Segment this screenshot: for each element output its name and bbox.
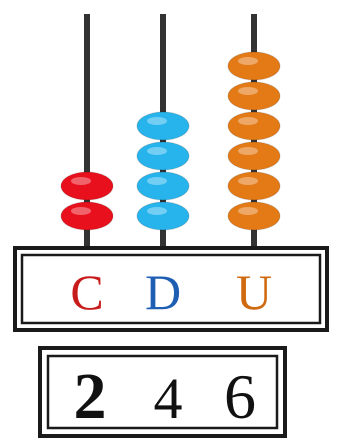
rod-hundreds	[84, 14, 90, 250]
bead-highlight	[147, 207, 167, 215]
bead-hundreds	[60, 171, 114, 201]
bead-hundreds	[60, 201, 114, 231]
place-value-box: C D U	[13, 246, 329, 332]
digit-tens: 4	[154, 366, 183, 431]
bead-highlight	[238, 117, 258, 125]
beads	[60, 51, 281, 231]
place-value-inner-frame	[20, 253, 322, 325]
bead-units	[227, 51, 281, 81]
bead-highlight	[147, 177, 167, 185]
bead-highlight	[238, 177, 258, 185]
bead-highlight	[71, 177, 91, 185]
bead-highlight	[147, 147, 167, 155]
number-frame	[38, 346, 287, 438]
bead-units	[227, 171, 281, 201]
bead-highlight	[238, 147, 258, 155]
number-inner-frame	[46, 354, 279, 430]
bead-tens	[136, 111, 190, 141]
bead-units	[227, 111, 281, 141]
bead-highlight	[71, 207, 91, 215]
bead-highlight	[147, 117, 167, 125]
digit-units: 6	[224, 361, 256, 432]
bead-units	[227, 141, 281, 171]
place-label-units: U	[236, 264, 272, 320]
bead-tens	[136, 201, 190, 231]
place-value-frame	[13, 246, 329, 332]
place-label-hundreds: C	[70, 264, 103, 320]
bead-tens	[136, 141, 190, 171]
number-box: 2 4 6	[38, 346, 287, 438]
bead-units	[227, 81, 281, 111]
bead-highlight	[238, 57, 258, 65]
bead-units	[227, 201, 281, 231]
place-label-tens: D	[145, 264, 181, 320]
bead-tens	[136, 171, 190, 201]
digit-hundreds: 2	[74, 360, 107, 433]
bead-highlight	[238, 87, 258, 95]
bead-highlight	[238, 207, 258, 215]
